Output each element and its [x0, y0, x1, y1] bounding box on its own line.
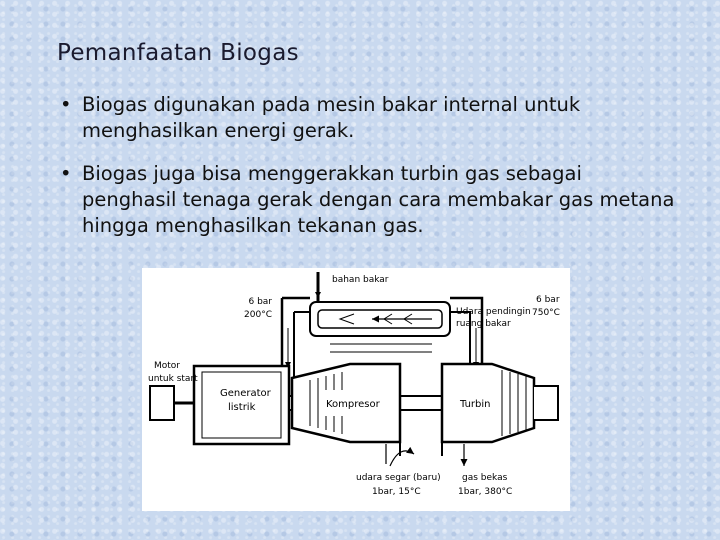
gas-turbine-diagram: bahan bakar 6 bar 200°C 6 bar 750°C Udar…	[142, 268, 570, 511]
fresh-air-cond-label: 1bar, 15°C	[372, 487, 421, 497]
exhaust-cond-label: 1bar, 380°C	[458, 487, 512, 497]
gas-turbine-diagram-drawing: bahan bakar 6 bar 200°C 6 bar 750°C Udar…	[148, 272, 560, 497]
bullet-text: Biogas juga bisa menggerakkan turbin gas…	[82, 162, 675, 237]
left-temp-label: 200°C	[244, 310, 272, 320]
exhaust-label: gas bekas	[462, 473, 508, 483]
motor-start-label: untuk start	[148, 374, 198, 384]
motor-label: Motor	[154, 361, 180, 371]
bullet-mark: •	[60, 93, 72, 116]
bullet-item: • Biogas digunakan pada mesin bakar inte…	[60, 92, 680, 144]
compressor-label: Kompresor	[326, 399, 381, 410]
fresh-air-label: udara segar (baru)	[356, 473, 441, 483]
bullet-text: Biogas digunakan pada mesin bakar intern…	[82, 93, 581, 142]
starter-motor	[149, 385, 175, 421]
bullet-item: • Biogas juga bisa menggerakkan turbin g…	[60, 161, 680, 239]
generator	[192, 364, 291, 446]
bullet-list: • Biogas digunakan pada mesin bakar inte…	[60, 92, 680, 256]
bullet-mark: •	[60, 162, 72, 185]
cooling-air-label: Udara pendingin	[456, 307, 531, 317]
right-pressure-label: 6 bar	[536, 295, 560, 305]
right-temp-label: 750°C	[532, 308, 560, 318]
fuel-label: bahan bakar	[332, 275, 389, 285]
turbine-label: Turbin	[459, 399, 491, 410]
left-pressure-label: 6 bar	[248, 297, 272, 307]
slide-title: Pemanfaatan Biogas	[57, 40, 299, 66]
generator-sub-label: listrik	[228, 402, 256, 413]
generator-label: Generator	[220, 388, 272, 399]
cooling-chamber-label: ruang bakar	[456, 319, 511, 329]
